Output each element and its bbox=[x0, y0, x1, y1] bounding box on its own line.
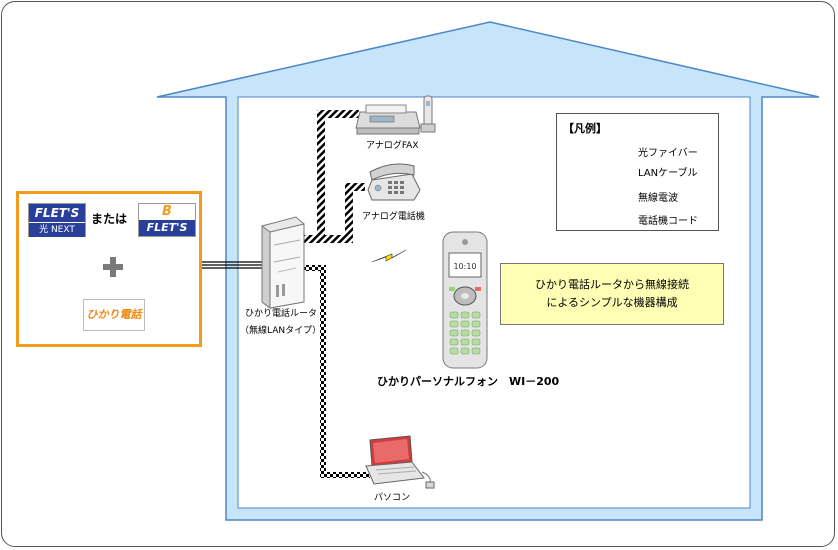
plus-icon bbox=[103, 257, 123, 277]
handset-key bbox=[449, 338, 459, 346]
pc-label: パソコン bbox=[374, 493, 411, 503]
handset-screen-time: 10:10 bbox=[453, 262, 476, 271]
flets-next-logo: FLET'S 光 NEXT bbox=[28, 203, 86, 237]
handset-key bbox=[449, 320, 459, 328]
callout-box: ひかり電話ルータから無線接続 によるシンプルな機器構成 bbox=[500, 263, 724, 325]
callout-line-1: ひかり電話ルータから無線接続 bbox=[535, 278, 689, 291]
laptop-icon bbox=[365, 435, 435, 489]
router-label: ひかり電話ルータ bbox=[245, 309, 318, 319]
handset-key bbox=[449, 347, 459, 355]
legend-title: 【凡例】 bbox=[563, 122, 607, 135]
handset-key bbox=[471, 329, 481, 337]
flets-next-sub: 光 NEXT bbox=[29, 222, 85, 237]
hikari-denwa-text: ひかり電話 bbox=[86, 308, 142, 321]
fax-label: アナログFAX bbox=[366, 141, 419, 151]
callout-line-2: によるシンプルな機器構成 bbox=[546, 296, 678, 309]
wireless-signal-icon bbox=[371, 249, 407, 263]
fiber-line bbox=[202, 261, 264, 269]
handset-key bbox=[471, 311, 481, 319]
handset-key bbox=[460, 347, 470, 355]
handset-icon: 10:10 bbox=[442, 231, 488, 369]
handset-label: ひかりパーソナルフォン WI－200 bbox=[377, 375, 560, 388]
legend-box: 【凡例】 光ファイバー LANケーブル 無線電波 電話機コード bbox=[556, 113, 719, 231]
handset-key bbox=[449, 329, 459, 337]
fax-icon bbox=[355, 95, 436, 135]
handset-key bbox=[460, 338, 470, 346]
legend-phone-cord-label: 電話機コード bbox=[638, 216, 698, 227]
handset-key bbox=[460, 311, 470, 319]
handset-key bbox=[460, 329, 470, 337]
handset-key bbox=[471, 338, 481, 346]
phone-cord-lines bbox=[300, 110, 365, 243]
handset-key bbox=[449, 311, 459, 319]
legend-fiber-label: 光ファイバー bbox=[638, 148, 698, 159]
b-flets-mark: B bbox=[162, 204, 172, 219]
analog-phone-icon bbox=[367, 163, 421, 201]
legend-lan-label: LANケーブル bbox=[638, 168, 698, 179]
or-text: または bbox=[91, 212, 128, 226]
analog-phone-label: アナログ電話機 bbox=[362, 212, 425, 222]
lan-cable-line bbox=[302, 265, 370, 478]
flets-next-name: FLET'S bbox=[29, 204, 85, 222]
b-flets-name: FLET'S bbox=[139, 220, 195, 236]
router-device bbox=[261, 216, 305, 309]
service-box: FLET'S 光 NEXT または B FLET'S ひかり電話 bbox=[16, 191, 202, 347]
handset-key bbox=[460, 320, 470, 328]
b-flets-logo: B FLET'S bbox=[138, 203, 196, 237]
hikari-denwa-logo: ひかり電話 bbox=[83, 299, 145, 331]
legend-wireless-label: 無線電波 bbox=[638, 193, 678, 204]
router-sublabel: （無線LANタイプ） bbox=[240, 326, 322, 336]
handset-key bbox=[471, 320, 481, 328]
handset-key bbox=[471, 347, 481, 355]
